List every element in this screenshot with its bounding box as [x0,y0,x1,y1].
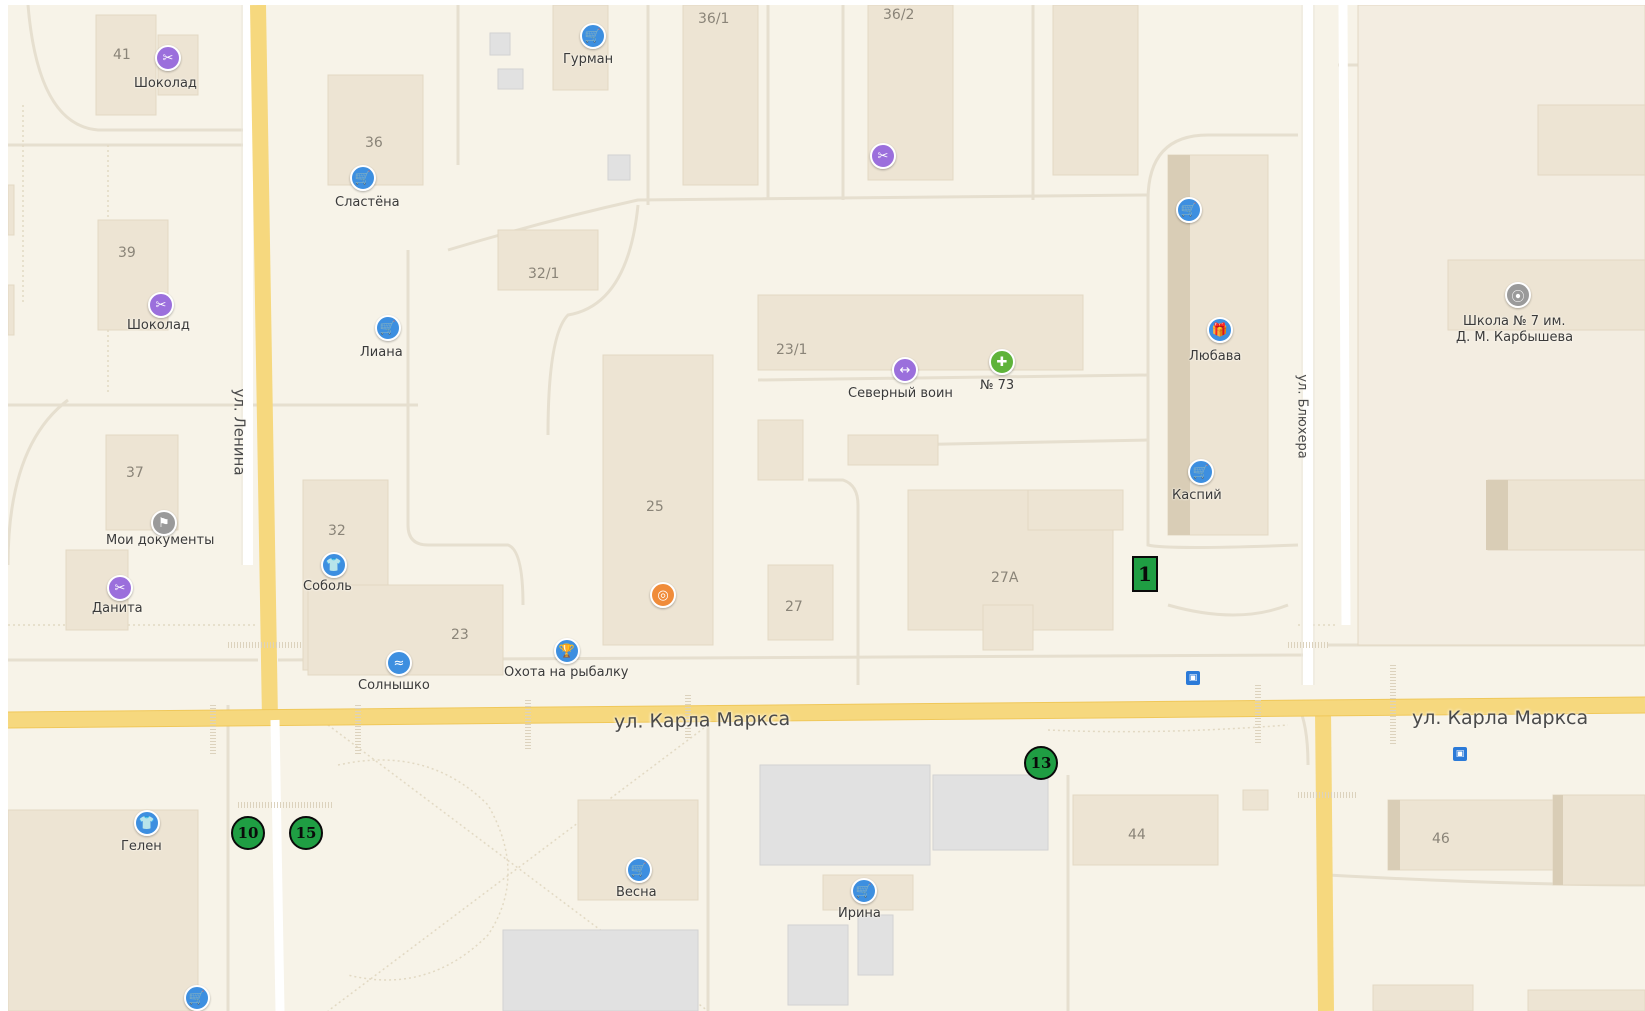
map-marker-10[interactable]: 10 [231,816,265,850]
map-view[interactable]: ул. Карла Маркса ул. Карла Маркса ул. Ле… [8,5,1645,1011]
place-label-solnyshko[interactable]: Солнышко [358,678,430,693]
street-label-karla-marksa: ул. Карла Маркса [613,707,791,733]
bus-stop-icon[interactable]: ▣ [1453,747,1467,761]
house-number-44: 44 [1128,827,1146,843]
place-label-vesna[interactable]: Весна [616,885,657,900]
map-marker-13[interactable]: 13 [1024,746,1058,780]
place-label-kaspiy[interactable]: Каспий [1172,488,1222,503]
house-number-25: 25 [646,499,664,515]
scissors-icon[interactable]: ✂ [155,45,181,71]
shopping-cart-icon[interactable]: 🛒 [375,315,401,341]
map-marker-1[interactable]: 1 [1132,556,1158,592]
house-number-32-1: 32/1 [528,266,560,282]
house-number-36-1: 36/1 [698,11,730,27]
street-label-blyukhera: ул. Блюхера [1294,374,1310,459]
shopping-cart-icon[interactable]: 🛒 [851,878,877,904]
shopping-cart-icon[interactable]: 🛒 [184,985,210,1011]
place-label-shokolad[interactable]: Шоколад [134,76,197,91]
flag-icon[interactable]: ⚑ [151,510,177,536]
place-label-irina[interactable]: Ирина [838,906,881,921]
place-label-liana[interactable]: Лиана [360,345,403,360]
street-label-lenina: ул. Ленина [230,388,249,476]
house-number-23: 23 [451,627,469,643]
trophy-icon[interactable]: 🏆 [554,638,580,664]
scissors-icon[interactable]: ✂ [107,575,133,601]
map-base-layer [8,5,1645,1011]
gift-icon[interactable]: 🎁 [1207,317,1233,343]
house-number-36-2: 36/2 [883,7,915,23]
place-label-school-line-2[interactable]: Д. М. Карбышева [1456,330,1574,345]
place-label-severny-voin[interactable]: Северный воин [848,386,953,401]
place-label-sobol[interactable]: Соболь [303,579,352,594]
shopping-cart-icon[interactable]: 🛒 [1176,197,1202,223]
street-label-karla-marksa-east: ул. Карла Маркса [1412,707,1589,729]
location-pin-icon[interactable]: ⦿ [1505,282,1531,308]
shirt-icon[interactable]: 👕 [321,552,347,578]
shopping-cart-icon[interactable]: 🛒 [580,23,606,49]
place-label-gurman[interactable]: Гурман [563,52,614,67]
house-number-27: 27 [785,599,803,615]
swimming-icon[interactable]: ≈ [386,650,412,676]
shirt-icon[interactable]: 👕 [134,810,160,836]
house-number-37: 37 [126,465,144,481]
scissors-icon[interactable]: ✂ [148,292,174,318]
shopping-cart-icon[interactable]: 🛒 [1188,459,1214,485]
house-number-46: 46 [1432,831,1450,847]
place-label-moi-dokumenty[interactable]: Мои документы [106,533,215,548]
house-number-41: 41 [113,47,131,63]
place-label-shokolad-2[interactable]: Шоколад [127,318,190,333]
pharmacy-cross-icon[interactable]: ✚ [989,349,1015,375]
house-number-27a: 27А [991,570,1019,586]
place-label-okhota-na-rybalku[interactable]: Охота на рыбалку [504,665,629,680]
place-label-slastena[interactable]: Сластёна [335,195,400,210]
ring-icon[interactable]: ◎ [650,582,676,608]
place-label-pharmacy-73[interactable]: № 73 [980,378,1015,393]
house-number-36: 36 [365,135,383,151]
place-label-lyubava[interactable]: Любава [1189,349,1242,364]
house-number-39: 39 [118,245,136,261]
shopping-cart-icon[interactable]: 🛒 [626,857,652,883]
place-label-school-line-1[interactable]: Школа № 7 им. [1463,314,1566,329]
house-number-32: 32 [328,523,346,539]
place-label-danita[interactable]: Данита [92,601,143,616]
house-number-23-1: 23/1 [776,342,808,358]
map-marker-15[interactable]: 15 [289,816,323,850]
bus-stop-icon[interactable]: ▣ [1186,671,1200,685]
place-label-gelen[interactable]: Гелен [121,839,162,854]
workout-icon[interactable]: ↔ [892,357,918,383]
shopping-cart-icon[interactable]: 🛒 [350,165,376,191]
scissors-icon[interactable]: ✂ [870,143,896,169]
